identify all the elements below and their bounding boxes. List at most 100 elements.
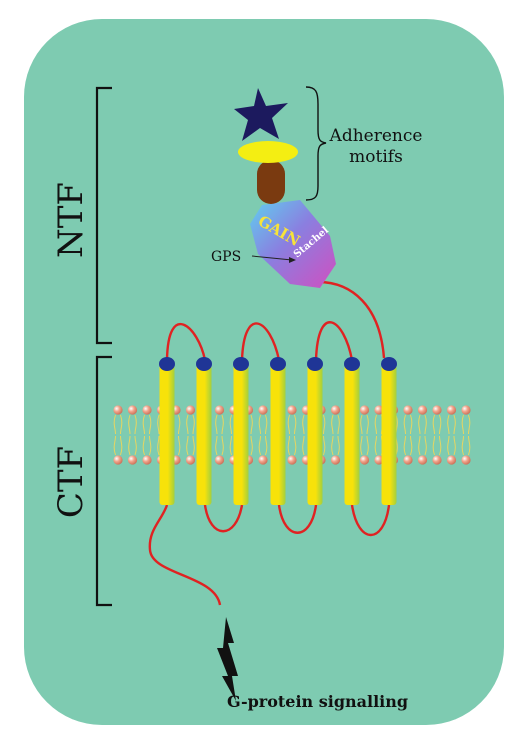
lipid-tail-outer <box>149 414 152 435</box>
lipid-tail-inner <box>128 435 131 456</box>
lipid-head-inner <box>113 455 123 465</box>
lipid-tail-outer <box>453 414 456 435</box>
helix-cap-4 <box>270 357 286 371</box>
lipid-tail-inner <box>331 435 334 456</box>
lipid-head-outer <box>403 405 413 415</box>
lipid-tail-outer <box>432 414 435 435</box>
lipid-tail-outer <box>113 414 116 435</box>
lipid-tail-inner <box>142 435 145 456</box>
transmembrane-helix-7 <box>381 365 397 505</box>
lipid-head-inner <box>417 455 428 465</box>
intracellular-loop-3 <box>350 504 391 536</box>
lipid-tail-outer <box>128 414 131 435</box>
transmembrane-helix-1 <box>159 365 175 505</box>
lipid-tail-inner <box>439 435 442 456</box>
lipid-tail-outer <box>294 414 297 435</box>
lipid-tail-inner <box>113 435 116 456</box>
lipid-tail-outer <box>221 414 224 435</box>
ctf-label: CTF <box>51 446 91 518</box>
lipid-tail-outer <box>186 414 189 435</box>
lipid-tail-inner <box>302 435 305 456</box>
lightning-bolt-icon <box>217 617 238 701</box>
helix-cap-7 <box>381 357 397 371</box>
lipid-head-outer <box>142 405 152 415</box>
lipid-head-inner <box>403 455 413 465</box>
lipid-tail-inner <box>134 435 137 456</box>
lipid-head-inner <box>446 455 457 465</box>
lipid-tail-inner <box>287 435 290 456</box>
lipid-tail-inner <box>215 435 218 456</box>
helix-cap-1 <box>159 357 175 371</box>
lipid-tail-inner <box>360 435 363 456</box>
lipid-head-inner <box>258 455 268 465</box>
signalling-label: G-protein signalling <box>227 692 408 711</box>
lipid-tail-outer <box>287 414 290 435</box>
lipid-head-outer <box>374 405 384 415</box>
lipid-tail-inner <box>410 435 413 456</box>
lipid-head-inner <box>142 455 152 465</box>
adherence-label-line2: motifs <box>349 147 403 167</box>
intracellular-loop-1 <box>203 504 244 533</box>
lipid-tail-inner <box>265 435 268 456</box>
lipid-tail-outer <box>120 414 123 435</box>
lipid-tail-inner <box>468 435 471 456</box>
lipid-head-inner <box>461 455 471 465</box>
lipid-head-inner <box>214 455 225 465</box>
lipid-tail-outer <box>403 414 406 435</box>
lipid-tail-inner <box>178 435 181 456</box>
lipid-tail-outer <box>331 414 334 435</box>
lipid-tail-inner <box>221 435 224 456</box>
lipid-tail-outer <box>461 414 464 435</box>
ctf-bracket <box>95 355 112 607</box>
transmembrane-helix-6 <box>344 365 360 505</box>
lipid-tail-outer <box>439 414 442 435</box>
lipid-tail-inner <box>424 435 427 456</box>
lipid-tail-outer <box>366 414 369 435</box>
lipid-tail-outer <box>337 414 340 435</box>
lipid-tail-outer <box>360 414 363 435</box>
c-terminal-tail <box>148 504 222 606</box>
ntf-label: NTF <box>51 182 91 258</box>
transmembrane-helix-2 <box>196 365 212 505</box>
lipid-tail-inner <box>366 435 369 456</box>
lipid-tail-inner <box>461 435 464 456</box>
brown-domain <box>257 160 285 204</box>
lipid-tail-inner <box>229 435 232 456</box>
lipid-tail-inner <box>157 435 160 456</box>
lipid-tail-inner <box>403 435 406 456</box>
lipid-head-outer <box>127 405 138 415</box>
extracellular-loop-3 <box>314 321 354 361</box>
lipid-tail-outer <box>265 414 268 435</box>
lipid-head-outer <box>185 405 196 415</box>
lipid-tail-outer <box>323 414 326 435</box>
adherence-label-line1: Adherence <box>329 126 423 146</box>
lipid-tail-outer <box>447 414 450 435</box>
lipid-head-outer <box>287 405 297 415</box>
lipid-tail-outer <box>142 414 145 435</box>
lipid-head-outer <box>461 405 471 415</box>
lipid-tail-outer <box>178 414 181 435</box>
lipid-head-inner <box>287 455 297 465</box>
gps-arrowhead <box>289 257 296 263</box>
helix-cap-6 <box>344 357 360 371</box>
lipid-tail-outer <box>374 414 377 435</box>
lipid-tail-outer <box>192 414 195 435</box>
lipid-tail-outer <box>302 414 305 435</box>
helix-cap-5 <box>307 357 323 371</box>
lipid-head-outer <box>446 405 457 415</box>
lipid-head-inner <box>374 455 384 465</box>
gps-pointer <box>251 255 293 261</box>
gain-domain <box>250 200 336 288</box>
lipid-tail-inner <box>149 435 152 456</box>
lipid-tail-inner <box>192 435 195 456</box>
lipid-head-inner <box>432 455 442 465</box>
lipid-head-outer <box>330 405 341 415</box>
lipid-head-inner <box>330 455 341 465</box>
extracellular-loop-2 <box>240 322 281 361</box>
lipid-tail-outer <box>410 414 413 435</box>
lipid-tail-inner <box>447 435 450 456</box>
lipid-tail-outer <box>250 414 253 435</box>
lipid-tail-inner <box>453 435 456 456</box>
extracellular-loop-1 <box>165 322 207 361</box>
